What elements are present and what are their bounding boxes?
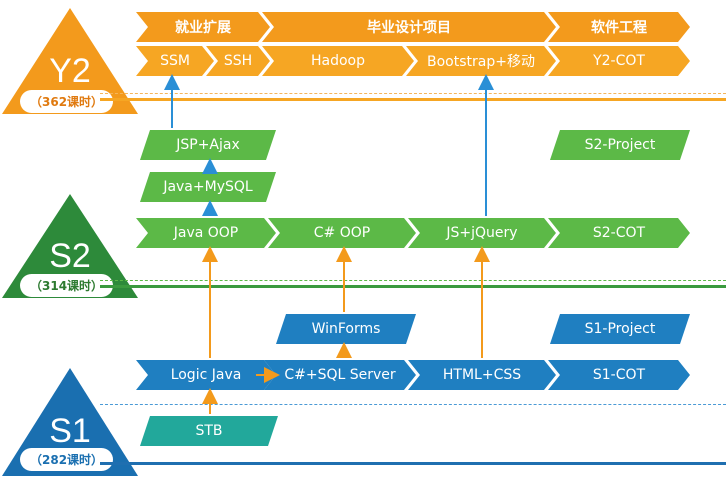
s1-divider-line xyxy=(100,462,726,465)
s2-divider-line xyxy=(100,285,726,288)
module-s1-project: S1-Project xyxy=(550,314,690,344)
module-csharp-oop: C# OOP xyxy=(268,218,416,248)
module-csharp-sql-server: C#+SQL Server xyxy=(264,360,416,390)
s2-dashed-line xyxy=(100,280,726,281)
y2-hours-badge: （362课时） xyxy=(20,90,114,113)
y2-level-code: Y2 xyxy=(49,52,91,90)
header-graduation-project: 毕业设计项目 xyxy=(262,12,556,42)
header-software-engineering: 软件工程 xyxy=(548,12,690,42)
module-java-oop: Java OOP xyxy=(136,218,276,248)
module-y2-cot: Y2-COT xyxy=(548,46,690,76)
module-bootstrap-mobile: Bootstrap+移动 xyxy=(406,46,556,76)
y2-divider-line xyxy=(100,98,726,101)
module-java-mysql: Java+MySQL xyxy=(140,172,276,202)
module-js-jquery: JS+jQuery xyxy=(408,218,556,248)
y2-dashed-line xyxy=(100,93,726,94)
module-jsp-ajax: JSP+Ajax xyxy=(140,130,276,160)
module-html-css: HTML+CSS xyxy=(408,360,556,390)
module-ssm: SSM xyxy=(136,46,214,76)
s2-triangle xyxy=(2,194,138,298)
module-logic-java: Logic Java xyxy=(136,360,276,390)
header-employment: 就业扩展 xyxy=(136,12,270,42)
y2-triangle xyxy=(2,8,138,114)
module-hadoop: Hadoop xyxy=(262,46,414,76)
s2-level-code: S2 xyxy=(49,237,91,275)
s1-dashed-line xyxy=(100,404,726,405)
s1-hours-badge: （282课时） xyxy=(20,448,114,471)
s2-hours-badge: （314课时） xyxy=(20,274,114,297)
module-s1-cot: S1-COT xyxy=(548,360,690,390)
s1-level-code: S1 xyxy=(49,412,91,450)
module-stb: STB xyxy=(140,416,278,446)
module-s2-cot: S2-COT xyxy=(548,218,690,248)
module-winforms: WinForms xyxy=(276,314,416,344)
module-s2-project: S2-Project xyxy=(550,130,690,160)
